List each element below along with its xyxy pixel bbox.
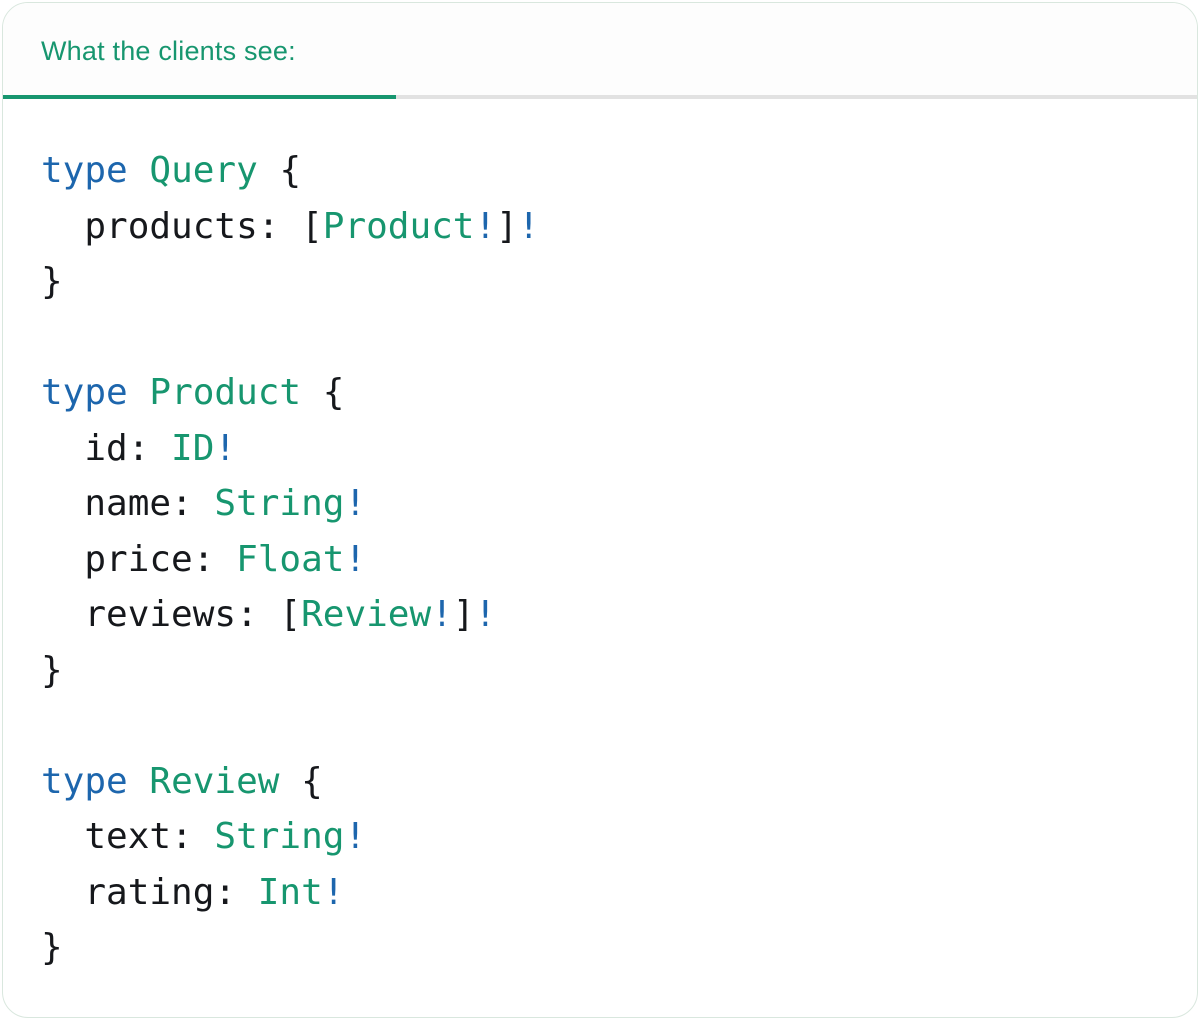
code-token-type: Review <box>149 760 280 802</box>
code-token-bang: ! <box>344 538 367 580</box>
code-line: type Query { <box>41 143 1167 199</box>
code-line: type Product { <box>41 365 1167 421</box>
code-token-plain: { <box>301 372 345 413</box>
code-line: type Review { <box>41 754 1167 810</box>
code-token-plain <box>128 150 150 191</box>
code-line: } <box>41 254 1167 310</box>
code-token-plain: price: <box>41 538 237 580</box>
code-line: } <box>41 920 1167 976</box>
code-token-bang: ! <box>474 594 497 635</box>
code-token-plain: id: <box>41 427 172 469</box>
code-token-type: Product <box>149 372 302 413</box>
code-token-plain: reviews: [ <box>41 594 302 635</box>
tab-label: What the clients see: <box>41 35 296 66</box>
code-token-plain: ] <box>452 594 475 635</box>
code-line: reviews: [Review!]! <box>41 587 1167 643</box>
code-line <box>41 310 1167 366</box>
code-token-bang: ! <box>431 594 453 635</box>
code-token-plain: ] <box>496 205 518 247</box>
code-token-type: Query <box>149 150 258 191</box>
code-token-bang: ! <box>344 483 367 524</box>
code-line: products: [Product!]! <box>41 199 1167 255</box>
code-line: id: ID! <box>41 421 1167 477</box>
code-token-bang: ! <box>322 871 345 913</box>
code-token-plain: name: <box>41 483 215 524</box>
tab-bar: What the clients see: <box>3 3 1197 99</box>
active-tab-underline <box>3 95 396 99</box>
code-token-bang: ! <box>517 205 540 247</box>
code-line: name: String! <box>41 476 1167 532</box>
code-token-plain: products: [ <box>41 205 323 247</box>
code-token-plain: { <box>279 760 323 802</box>
code-token-type: String <box>214 483 345 524</box>
code-token-plain: } <box>41 649 63 691</box>
code-token-plain: rating: <box>41 871 258 913</box>
code-token-type: String <box>214 816 345 857</box>
code-token-plain: } <box>41 261 63 302</box>
code-block: type Query { products: [Product!]!} type… <box>3 99 1197 976</box>
code-token-keyword: type <box>41 372 128 413</box>
code-token-keyword: type <box>41 760 128 802</box>
code-token-plain: text: <box>41 816 215 857</box>
code-line: } <box>41 643 1167 699</box>
code-line <box>41 698 1167 754</box>
code-token-bang: ! <box>474 205 497 247</box>
code-line: price: Float! <box>41 532 1167 588</box>
code-token-keyword: type <box>41 150 128 191</box>
code-token-type: Float <box>236 538 345 580</box>
code-token-plain <box>128 372 150 413</box>
code-token-plain: } <box>41 927 63 968</box>
code-line: rating: Int! <box>41 865 1167 921</box>
code-token-plain <box>128 761 150 802</box>
code-token-type: Product <box>322 205 475 247</box>
code-token-bang: ! <box>344 816 367 857</box>
code-token-plain: { <box>257 150 302 191</box>
code-line: text: String! <box>41 809 1167 865</box>
code-token-type: ID <box>171 427 215 469</box>
code-token-type: Int <box>257 871 323 913</box>
code-token-type: Review <box>301 594 432 635</box>
code-token-bang: ! <box>214 427 237 469</box>
tab-what-clients-see[interactable]: What the clients see: <box>3 3 396 99</box>
